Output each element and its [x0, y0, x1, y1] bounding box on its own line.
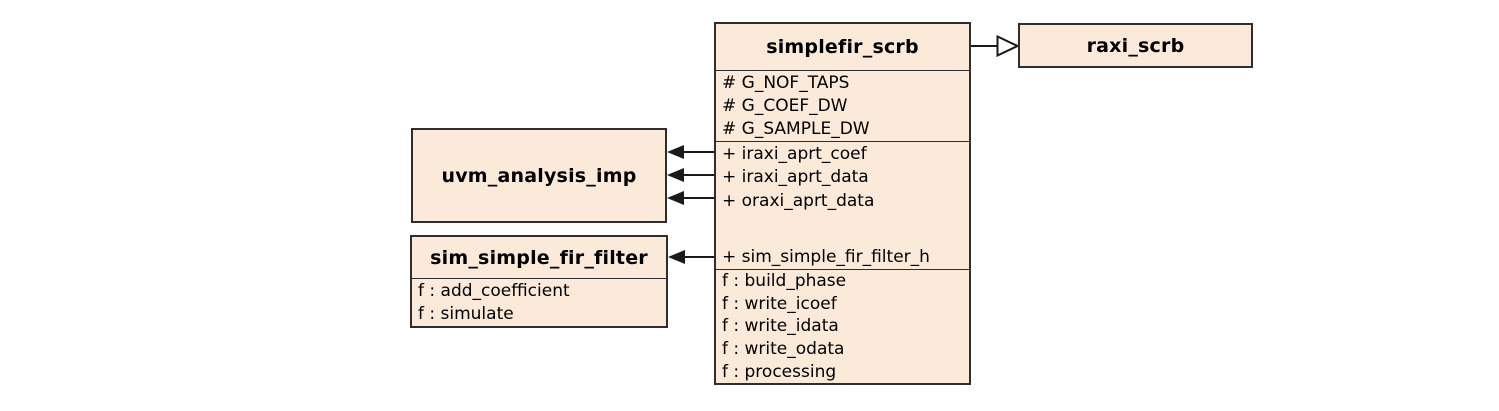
class-box-sim-simple-fir-filter: sim_simple_fir_filter f : add_coefficien…: [410, 235, 668, 328]
attributes-compartment: + iraxi_aprt_coef + iraxi_aprt_data + or…: [716, 141, 969, 269]
class-box-uvm-analysis-imp: uvm_analysis_imp: [411, 128, 667, 223]
generic-item: # G_SAMPLE_DW: [722, 119, 870, 140]
generalization-arrow-icon: [996, 35, 1019, 57]
method-item: f : simulate: [418, 304, 514, 325]
association-line: [682, 197, 714, 199]
method-item: f : write_icoef: [722, 293, 837, 314]
class-title: uvm_analysis_imp: [441, 164, 637, 187]
generic-item: # G_NOF_TAPS: [722, 72, 850, 93]
compartment-spacer: [716, 213, 969, 246]
attribute-item: + iraxi_aprt_coef: [722, 143, 867, 164]
association-line: [683, 256, 714, 258]
generic-item: # G_COEF_DW: [722, 95, 848, 116]
class-box-simplefir-scrb: simplefir_scrb # G_NOF_TAPS # G_COEF_DW …: [714, 22, 971, 385]
association-arrowhead-icon: [667, 168, 684, 182]
class-title: sim_simple_fir_filter: [430, 246, 648, 269]
class-title: simplefir_scrb: [766, 36, 919, 58]
method-item: f : write_idata: [722, 316, 839, 337]
method-item: f : build_phase: [722, 271, 847, 292]
generics-compartment: # G_NOF_TAPS # G_COEF_DW # G_SAMPLE_DW: [716, 70, 969, 141]
method-item: f : add_coefficient: [418, 280, 570, 301]
attribute-item: + iraxi_aprt_data: [722, 167, 869, 188]
class-title: raxi_scrb: [1086, 34, 1185, 57]
method-item: f : write_odata: [722, 339, 845, 360]
method-item: f : processing: [722, 361, 837, 382]
attribute-item: + oraxi_aprt_data: [722, 190, 875, 211]
generalization-line: [970, 45, 998, 47]
association-line: [682, 174, 714, 176]
association-arrowhead-icon: [668, 250, 685, 264]
methods-compartment: f : add_coefficient f : simulate: [412, 278, 666, 326]
association-arrowhead-icon: [667, 191, 684, 205]
association-arrowhead-icon: [667, 145, 684, 159]
methods-compartment: f : build_phase f : write_icoef f : writ…: [716, 269, 969, 383]
class-box-raxi-scrb: raxi_scrb: [1018, 23, 1253, 68]
attribute-item: + sim_simple_fir_filter_h: [722, 247, 930, 268]
association-line: [682, 151, 714, 153]
